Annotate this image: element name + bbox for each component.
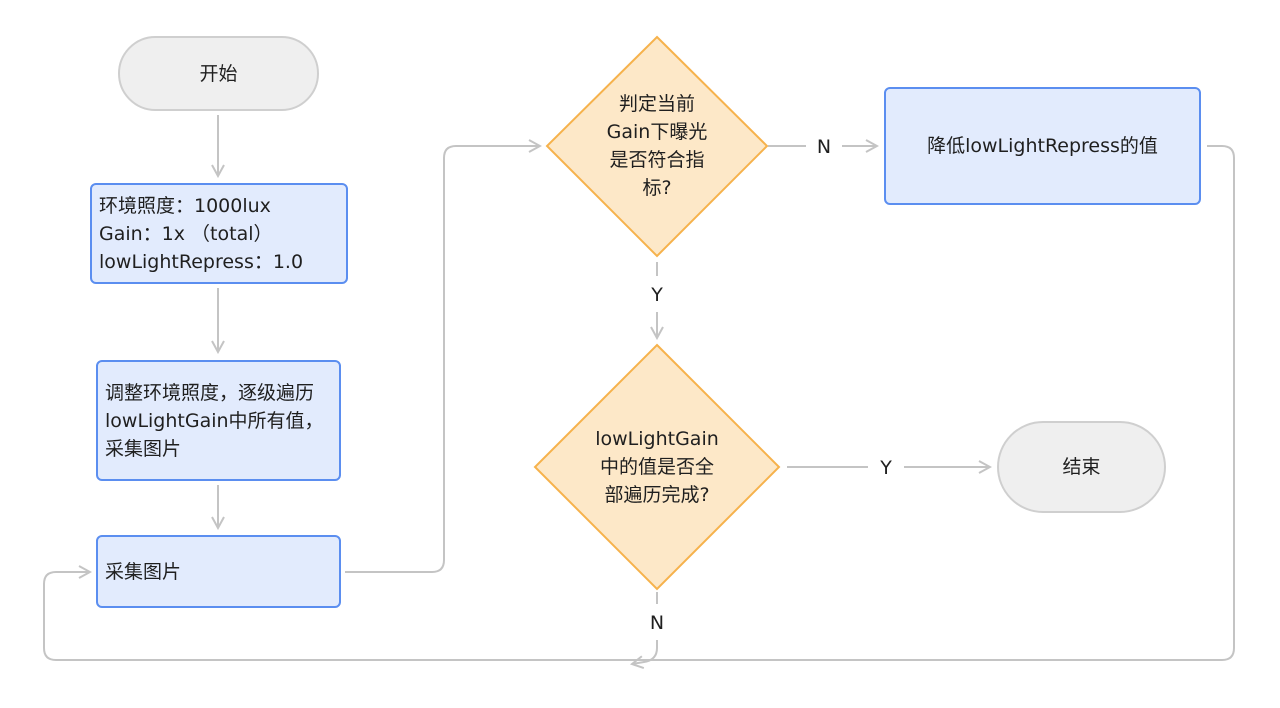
reduce-label: 降低lowLightRepress的值 — [885, 88, 1200, 204]
adjust-line-1: 调整环境照度，逐级遍历 — [105, 381, 315, 404]
check-exposure-line-1: 判定当前 — [618, 93, 695, 115]
edge-done-no-down — [632, 592, 658, 664]
adjust-line-3: 采集图片 — [105, 437, 182, 460]
init-line-repress: lowLightRepress：1.0 — [99, 250, 304, 273]
start-label-text: 开始 — [199, 62, 238, 85]
end-label-text: 结束 — [1062, 456, 1101, 478]
edge-label-exposure-yes: Y — [651, 284, 663, 306]
start-label: 开始 — [119, 37, 318, 110]
edge-label-done-no: N — [649, 612, 665, 634]
end-label: 结束 — [998, 422, 1165, 512]
check-exposure-line-3: 是否符合指 — [609, 149, 705, 171]
reduce-process-box — [884, 87, 1201, 205]
edge-label-exposure-no: N — [816, 136, 832, 158]
capture-label: 采集图片 — [105, 536, 339, 607]
adjust-line-2: lowLightGain中所有值， — [105, 409, 324, 432]
init-label: 环境照度：1000lux Gain：1x （total） lowLightRep… — [99, 184, 345, 283]
start-terminal — [118, 36, 319, 111]
check-done-line-1: lowLightGain — [595, 428, 719, 450]
edge-reduce-loop-back — [43, 145, 1235, 661]
check-done-line-2: 中的值是否全 — [599, 456, 714, 478]
reduce-label-text: 降低lowLightRepress的值 — [927, 135, 1158, 157]
check-exposure-line-2: Gain下曝光 — [606, 121, 708, 143]
check-exposure-label: 判定当前 Gain下曝光 是否符合指 标? — [572, 85, 742, 207]
capture-label-text: 采集图片 — [105, 560, 182, 583]
check-done-decision — [533, 343, 781, 591]
end-terminal — [997, 421, 1166, 513]
adjust-label: 调整环境照度，逐级遍历 lowLightGain中所有值， 采集图片 — [105, 361, 339, 480]
check-exposure-line-4: 标? — [642, 177, 672, 199]
edge-capture-to-check-exposure — [345, 146, 540, 573]
edge-label-done-yes: Y — [880, 457, 892, 479]
check-done-line-3: 部遍历完成? — [604, 484, 710, 506]
check-exposure-decision — [545, 35, 769, 258]
init-process-box — [90, 183, 348, 284]
capture-process-box — [96, 535, 341, 608]
init-line-gain: Gain：1x （total） — [99, 222, 273, 245]
adjust-process-box — [96, 360, 341, 481]
init-line-illuminance: 环境照度：1000lux — [99, 194, 271, 217]
check-done-label: lowLightGain 中的值是否全 部遍历完成? — [567, 420, 747, 514]
